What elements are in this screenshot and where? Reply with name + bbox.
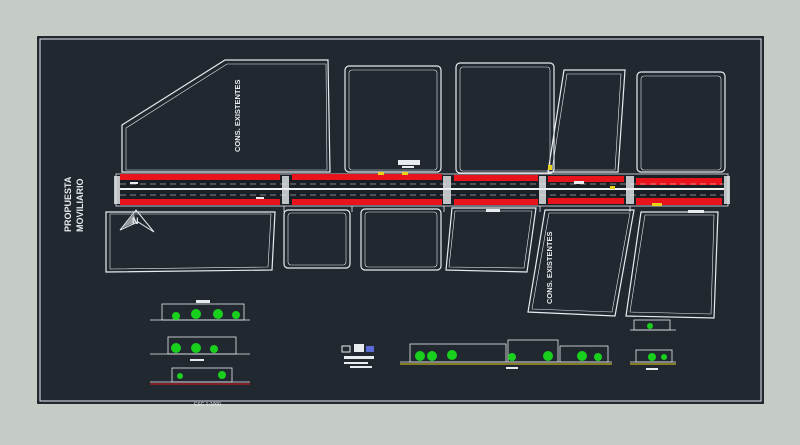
label-existing-top: CONS. EXISTENTES (233, 79, 242, 152)
label-proposal-line2: MOVILIARIO (75, 179, 85, 233)
city-blocks (105, 59, 726, 319)
label-existing-bottom: CONS. EXISTENTES (545, 231, 554, 304)
north-arrow-icon: N (119, 209, 155, 233)
furniture-legend (341, 344, 374, 368)
street-elevation-right (400, 319, 676, 370)
drawing-sheet (37, 36, 764, 404)
main-street (114, 165, 730, 212)
label-proposal-line1: PROPUESTA (63, 176, 73, 232)
north-arrow-letter: N (132, 216, 139, 226)
scale-caption: ESC 1:1000 (194, 402, 221, 408)
sheet-frame (39, 38, 762, 402)
section-elevations-left (150, 300, 250, 385)
annotation-marks (130, 160, 704, 213)
